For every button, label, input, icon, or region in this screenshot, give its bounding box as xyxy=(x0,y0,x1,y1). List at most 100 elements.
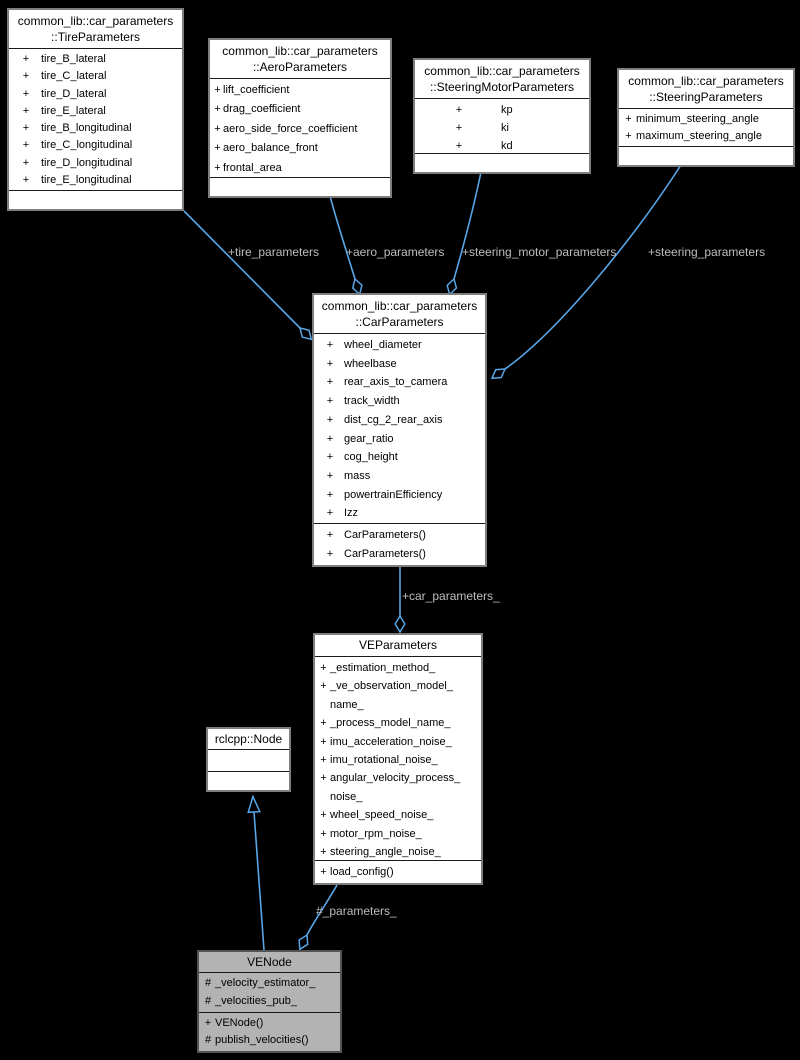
member-name: tire_E_longitudinal xyxy=(41,174,132,187)
edge-label-car-parameters: +car_parameters_ xyxy=(402,589,500,603)
class-box-ve-parameters[interactable]: VEParameters +_estimation_method_+_ve_ob… xyxy=(313,633,483,885)
member-row: + tire_E_longitudinal xyxy=(11,172,180,189)
member-access-sign: + xyxy=(320,662,327,674)
member-row: + cog_height xyxy=(316,448,483,467)
member-row: +kd xyxy=(417,137,587,153)
member-access-sign: + xyxy=(320,827,327,840)
member-access-sign: + xyxy=(22,70,30,83)
member-name: tire_B_lateral xyxy=(41,53,106,65)
class-title: rclcpp::Node xyxy=(208,729,289,750)
edge-inheritance-venode-node xyxy=(254,812,265,951)
class-attributes: #_velocity_estimator_#_velocities_pub_ xyxy=(199,973,340,1012)
member-row: +rear_axis_to_camera xyxy=(316,373,483,392)
member-access-sign: + xyxy=(214,84,221,96)
member-access-sign: + xyxy=(320,772,327,785)
member-access-sign: # xyxy=(204,977,212,989)
member-name: _estimation_method_ xyxy=(330,662,436,674)
member-access-sign: # xyxy=(204,1034,212,1046)
member-name: powertrainEfficiency xyxy=(344,488,443,501)
member-name: lift_coefficient xyxy=(223,84,290,96)
member-access-sign: + xyxy=(22,174,30,187)
member-row: +aero_side_force_coefficient xyxy=(212,120,388,139)
member-access-sign: + xyxy=(214,161,221,174)
edge-aero-parameters xyxy=(329,195,355,279)
member-access-sign: + xyxy=(326,488,334,501)
class-box-venode-current[interactable]: VENode #_velocity_estimator_#_velocities… xyxy=(197,950,342,1053)
member-name: _velocities_pub_ xyxy=(215,994,297,1007)
edge-label-steering-motor-parameters: +steering_motor_parameters xyxy=(462,245,617,259)
member-access-sign: + xyxy=(326,529,334,541)
member-name: minimum_steering_angle xyxy=(636,113,759,125)
class-box-car-parameters[interactable]: common_lib::car_parameters ::CarParamete… xyxy=(312,293,487,567)
member-name: Izz xyxy=(344,507,359,520)
member-access-sign: + xyxy=(326,469,334,482)
edge-tire-parameters xyxy=(183,210,300,328)
member-name: cog_height xyxy=(344,451,398,464)
class-box-rclcpp-node[interactable]: rclcpp::Node xyxy=(206,727,291,792)
member-name: wheelbase xyxy=(344,357,397,370)
member-row: +gear_ratio xyxy=(316,430,483,449)
member-name: tire_C_longitudinal xyxy=(41,139,133,152)
edge-label-parameters: #_parameters_ xyxy=(316,904,397,918)
member-name: wheel_speed_noise_ xyxy=(330,809,434,822)
member-access-sign: + xyxy=(22,53,30,65)
class-methods: +CarParameters()+CarParameters() xyxy=(314,523,485,565)
member-access-sign: + xyxy=(320,680,327,693)
member-row: + tire_B_lateral xyxy=(11,51,180,68)
member-name: tire_E_lateral xyxy=(41,104,106,117)
member-row: +lift_coefficient xyxy=(212,81,388,100)
class-box-tire-parameters[interactable]: common_lib::car_parameters ::TireParamet… xyxy=(7,8,184,211)
member-access-sign: + xyxy=(204,1016,212,1029)
member-access-sign: + xyxy=(320,754,327,767)
member-row: +CarParameters() xyxy=(316,526,483,545)
class-attributes: +minimum_steering_angle+maximum_steering… xyxy=(619,109,793,146)
class-title: common_lib::car_parameters ::SteeringMot… xyxy=(415,60,589,99)
member-row: + powertrainEfficiency xyxy=(316,486,483,505)
class-title: VEParameters xyxy=(315,635,481,657)
member-row: +tire_C_lateral xyxy=(11,68,180,85)
member-row: +frontal_area xyxy=(212,159,388,177)
class-title: common_lib::car_parameters ::AeroParamet… xyxy=(210,40,390,79)
class-methods: +load_config() xyxy=(315,859,481,883)
member-access-sign: + xyxy=(326,451,334,464)
class-box-aero-parameters[interactable]: common_lib::car_parameters ::AeroParamet… xyxy=(208,38,392,198)
member-access-sign: + xyxy=(320,735,327,748)
class-methods xyxy=(415,153,589,172)
class-attributes: +wheel_diameter+wheelbase+rear_axis_to_c… xyxy=(314,334,485,523)
class-title: common_lib::car_parameters ::SteeringPar… xyxy=(619,70,793,109)
member-name: tire_D_lateral xyxy=(41,87,107,100)
member-row: +kp xyxy=(417,101,587,119)
member-access-sign: + xyxy=(625,130,632,142)
member-name: imu_rotational_noise_ xyxy=(330,754,438,767)
member-access-sign: + xyxy=(320,809,327,822)
class-methods xyxy=(210,177,390,196)
member-name: steering_angle_noise_ xyxy=(330,846,441,859)
member-row: +VENode() xyxy=(201,1015,338,1033)
edge-steering-parameters xyxy=(505,164,682,369)
member-name: frontal_area xyxy=(223,161,282,174)
member-name: aero_side_force_coefficient xyxy=(223,122,358,135)
member-access-sign: + xyxy=(326,339,334,351)
class-box-steering-motor-parameters[interactable]: common_lib::car_parameters ::SteeringMot… xyxy=(413,58,591,174)
member-row: +ki xyxy=(417,119,587,137)
class-box-steering-parameters[interactable]: common_lib::car_parameters ::SteeringPar… xyxy=(617,68,795,167)
member-access-sign: # xyxy=(204,994,212,1007)
member-row: + mass xyxy=(316,467,483,486)
member-row: +wheel_diameter xyxy=(316,336,483,355)
member-row: +drag_coefficient xyxy=(212,100,388,119)
member-name: mass xyxy=(344,469,371,482)
member-name: gear_ratio xyxy=(344,432,394,445)
member-row: +aero_balance_front xyxy=(212,139,388,158)
member-name: _ve_observation_model_name_ xyxy=(330,680,453,711)
member-row: +wheel_speed_noise_ xyxy=(317,806,479,824)
member-access-sign: + xyxy=(22,87,30,100)
member-name: VENode() xyxy=(215,1016,264,1029)
member-access-sign: + xyxy=(214,122,221,135)
member-name: publish_velocities() xyxy=(215,1034,309,1046)
member-name: maximum_steering_angle xyxy=(636,130,762,142)
member-name: angular_velocity_process_noise_ xyxy=(330,772,461,803)
class-title: common_lib::car_parameters ::CarParamete… xyxy=(314,295,485,334)
member-access-sign: + xyxy=(22,156,30,169)
